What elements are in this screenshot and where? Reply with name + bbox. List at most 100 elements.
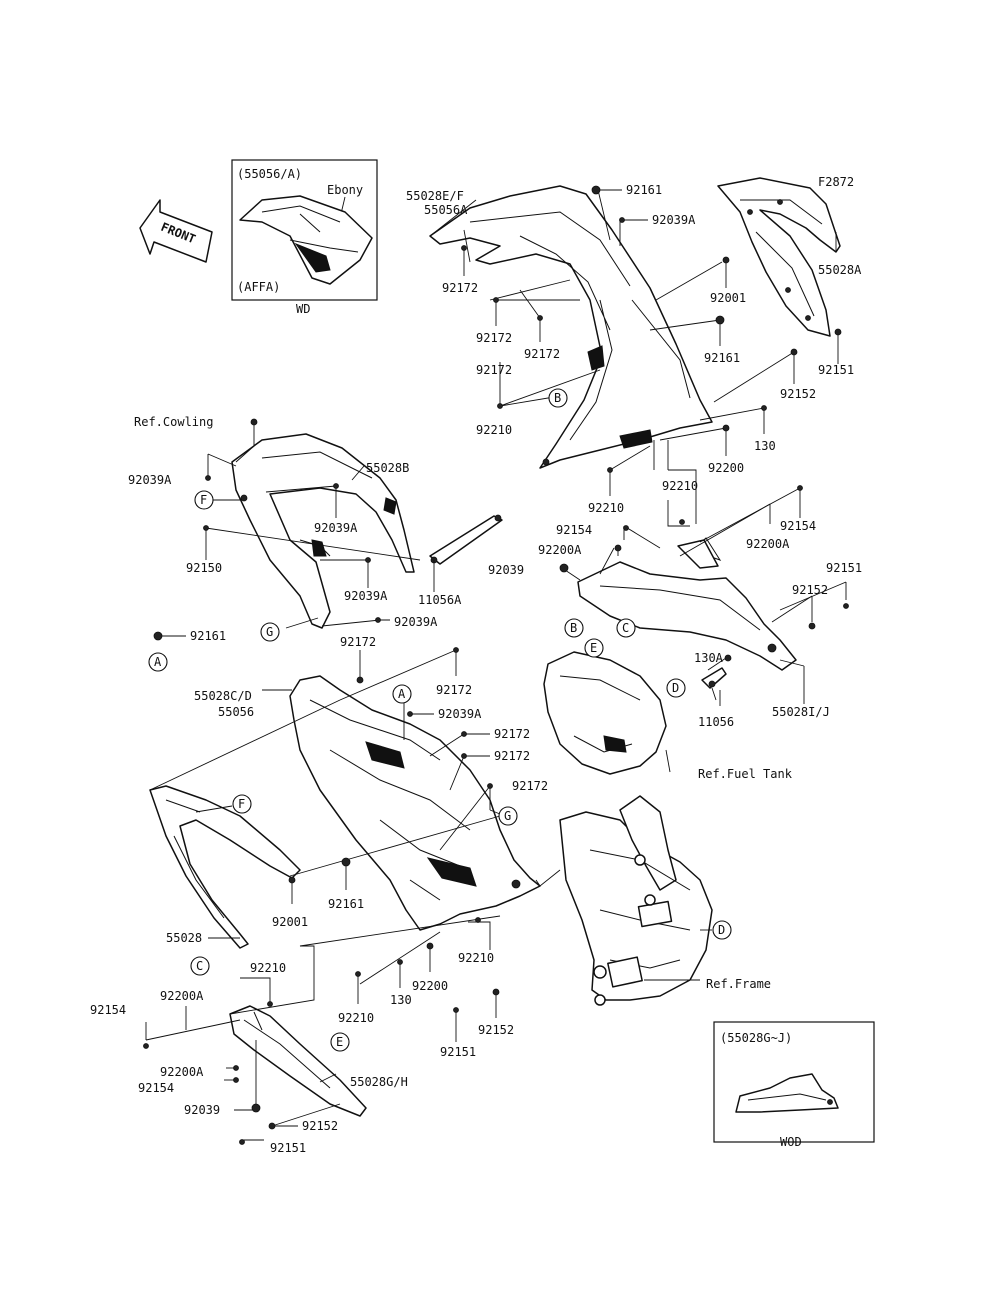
- label-55028b: 55028B: [366, 461, 409, 475]
- label-55028cd: 55028C/D: [194, 689, 252, 703]
- ref-cowling: Ref.Cowling: [134, 415, 213, 429]
- lower-main-panel-55028cd: [289, 675, 541, 931]
- label-92154-d: 92154: [138, 1081, 174, 1095]
- label-92200a-c: 92200A: [160, 989, 204, 1003]
- label-55028ef: 55028E/F: [406, 189, 464, 203]
- label-92172-g: 92172: [494, 727, 530, 741]
- bracket-11056a: [429, 514, 503, 565]
- label-92200-low: 92200: [412, 979, 448, 993]
- label-92200-top: 92200: [708, 461, 744, 475]
- ref-frame: Ref.Frame: [706, 977, 771, 991]
- label-11056: 11056: [698, 715, 734, 729]
- leader-lines: [145, 189, 847, 1141]
- label-92172-a: 92172: [442, 281, 478, 295]
- label-92200a-a: 92200A: [538, 543, 582, 557]
- svg-text:B: B: [554, 391, 561, 405]
- label-92151-mid: 92151: [826, 561, 862, 575]
- inset-wd-caption: WD: [296, 302, 310, 316]
- label-92154-b: 92154: [780, 519, 816, 533]
- label-92152-low: 92152: [478, 1023, 514, 1037]
- part-labels: F2872 55028E/F 55056A 92161 92039A 92172…: [90, 175, 862, 1155]
- marker-a-mid: A: [392, 684, 412, 704]
- upper-right-panel-55028a: [717, 177, 841, 337]
- inset-wd-color: Ebony: [327, 183, 363, 197]
- label-92150: 92150: [186, 561, 222, 575]
- label-92172-h: 92172: [494, 749, 530, 763]
- marker-f-left: F: [194, 490, 214, 510]
- svg-text:G: G: [266, 625, 273, 639]
- svg-text:D: D: [718, 923, 725, 937]
- label-92172-e: 92172: [340, 635, 376, 649]
- marker-a-left: A: [148, 652, 168, 672]
- side-panel-55028: [149, 785, 301, 949]
- label-92172-c: 92172: [524, 347, 560, 361]
- ref-fuel-tank: Ref.Fuel Tank: [698, 767, 793, 781]
- frame-ref-shape: [559, 795, 713, 1006]
- inset-wod: (55028G~J) WOD: [713, 1021, 875, 1149]
- label-92152-top: 92152: [780, 387, 816, 401]
- label-92039a-l5: 92039A: [438, 707, 482, 721]
- diagram-code: F2872: [818, 175, 854, 189]
- label-92172-d: 92172: [476, 363, 512, 377]
- label-92154-c: 92154: [90, 1003, 126, 1017]
- marker-c-low: C: [190, 956, 210, 976]
- label-92001-top: 92001: [710, 291, 746, 305]
- circle-markers: B F G A B C E D A F G D C E: [148, 388, 732, 1052]
- label-92151-top: 92151: [818, 363, 854, 377]
- marker-g-left: G: [260, 622, 280, 642]
- marker-f-low: F: [232, 794, 252, 814]
- label-11056a: 11056A: [418, 593, 462, 607]
- label-92210-a: 92210: [476, 423, 512, 437]
- svg-text:F: F: [238, 797, 245, 811]
- label-92001-low: 92001: [272, 915, 308, 929]
- label-92210-e: 92210: [458, 951, 494, 965]
- marker-e-low: E: [330, 1032, 350, 1052]
- svg-text:C: C: [622, 621, 629, 635]
- label-130a: 130A: [694, 651, 724, 665]
- front-direction-arrow: FRONT: [139, 199, 213, 263]
- marker-d-mid: D: [666, 678, 686, 698]
- label-55028gh: 55028G/H: [350, 1075, 408, 1089]
- label-92161-left: 92161: [190, 629, 226, 643]
- inset-wd-variant: (AFFA): [237, 280, 280, 294]
- marker-e-mid: E: [584, 638, 604, 658]
- label-92154-a: 92154: [556, 523, 592, 537]
- bracket-11056: [701, 667, 727, 689]
- label-55028: 55028: [166, 931, 202, 945]
- label-130-top: 130: [754, 439, 776, 453]
- marker-b-mid: B: [564, 618, 584, 638]
- inset-wd-header: (55056/A): [237, 167, 302, 181]
- label-92172-f: 92172: [436, 683, 472, 697]
- marker-g-low: G: [498, 806, 518, 826]
- label-92200a-d: 92200A: [160, 1065, 204, 1079]
- marker-b-upper: B: [548, 388, 568, 408]
- label-92039a-top: 92039A: [652, 213, 696, 227]
- inset-wod-header: (55028G~J): [720, 1031, 792, 1045]
- inset-wd: (55056/A) Ebony (AFFA) WD: [231, 159, 378, 316]
- svg-text:D: D: [672, 681, 679, 695]
- middle-right-panel-55028ij: [577, 537, 797, 671]
- label-55056a: 55056A: [424, 203, 468, 217]
- label-92039-low: 92039: [184, 1103, 220, 1117]
- label-92039a-l4: 92039A: [394, 615, 438, 629]
- label-92152-mid: 92152: [792, 583, 828, 597]
- svg-text:C: C: [196, 959, 203, 973]
- label-130-low: 130: [390, 993, 412, 1007]
- label-55056: 55056: [218, 705, 254, 719]
- label-92172-i: 92172: [512, 779, 548, 793]
- upper-fairing-55028ef: [429, 185, 713, 469]
- label-55028a: 55028A: [818, 263, 862, 277]
- label-92161-mid: 92161: [704, 351, 740, 365]
- svg-text:E: E: [590, 641, 597, 655]
- lower-under-panel-55028gh: [229, 1005, 367, 1117]
- label-92039a-l2: 92039A: [314, 521, 358, 535]
- fuel-tank-ref-shape: [543, 651, 667, 775]
- label-92039a-l1: 92039A: [128, 473, 172, 487]
- label-92039a-l3: 92039A: [344, 589, 388, 603]
- label-92161-top: 92161: [626, 183, 662, 197]
- fastener-markers: [143, 185, 849, 1145]
- label-92151-low: 92151: [440, 1045, 476, 1059]
- label-92210-c: 92210: [662, 479, 698, 493]
- label-92172-b: 92172: [476, 331, 512, 345]
- inset-wod-caption: WOD: [780, 1135, 802, 1149]
